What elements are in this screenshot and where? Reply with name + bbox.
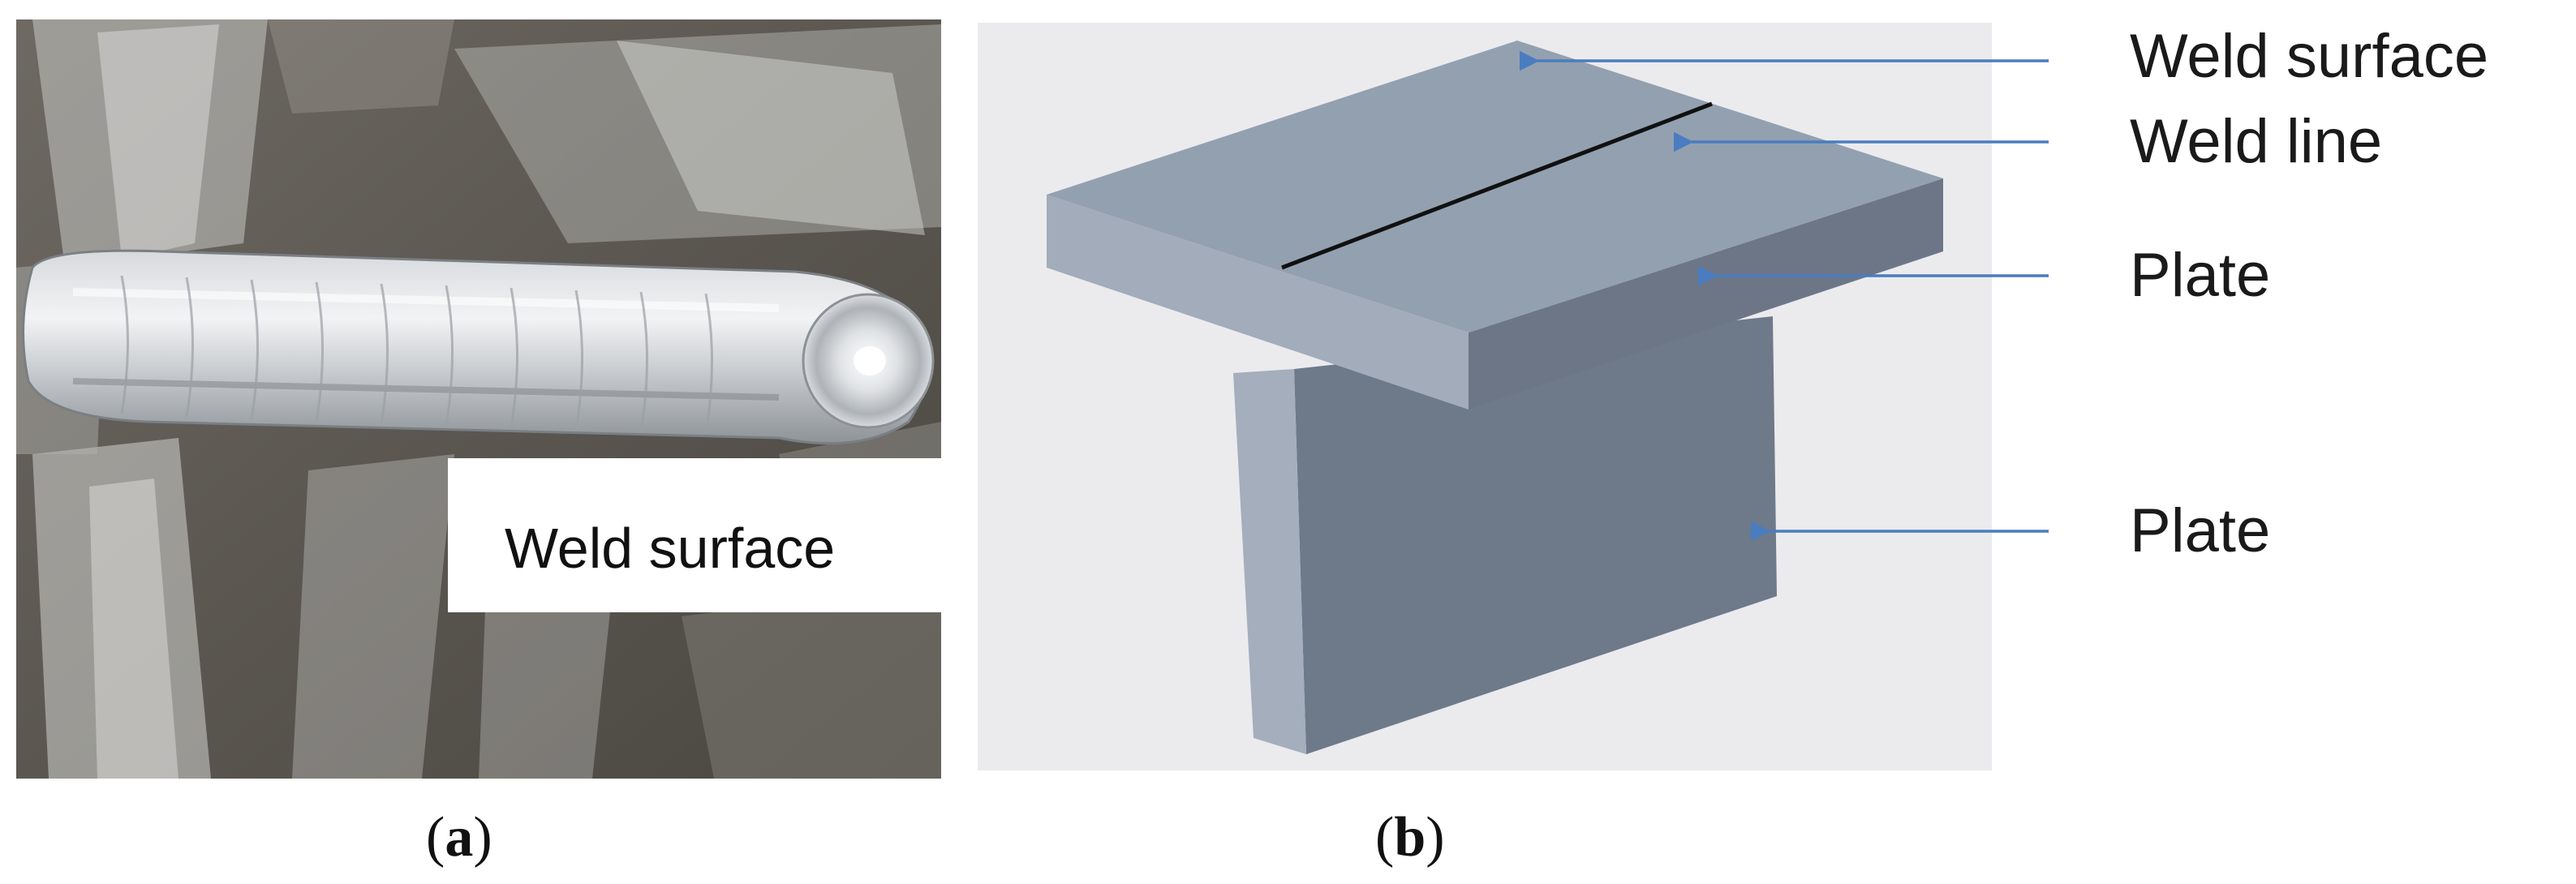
photo-caption-label: Weld surface bbox=[505, 517, 835, 580]
flange-right-face bbox=[1469, 178, 1943, 410]
panel-b-label: (b) bbox=[1375, 806, 1445, 869]
weld-bead bbox=[22, 249, 935, 445]
t-joint-model bbox=[1047, 41, 1943, 754]
flange-front-face bbox=[1047, 195, 1469, 410]
callout-weld-line: Weld line bbox=[2130, 107, 2382, 176]
panel-b-diagram: Weld surface Weld line Plate Plate bbox=[978, 22, 2488, 770]
photo-caption-box bbox=[448, 458, 941, 612]
callout-weld-surface: Weld surface bbox=[2130, 22, 2488, 91]
callout-plate-web: Plate bbox=[2130, 496, 2270, 565]
weld-line bbox=[1281, 101, 1713, 270]
callout-plate-top: Plate bbox=[2130, 241, 2270, 310]
panel-a-label: (a) bbox=[426, 806, 492, 869]
web-plate-front-face bbox=[1294, 316, 1777, 754]
panel-a-photo: Weld surface bbox=[16, 19, 941, 779]
callout-arrows bbox=[1519, 50, 2049, 542]
web-plate-edge-face bbox=[1233, 369, 1306, 754]
